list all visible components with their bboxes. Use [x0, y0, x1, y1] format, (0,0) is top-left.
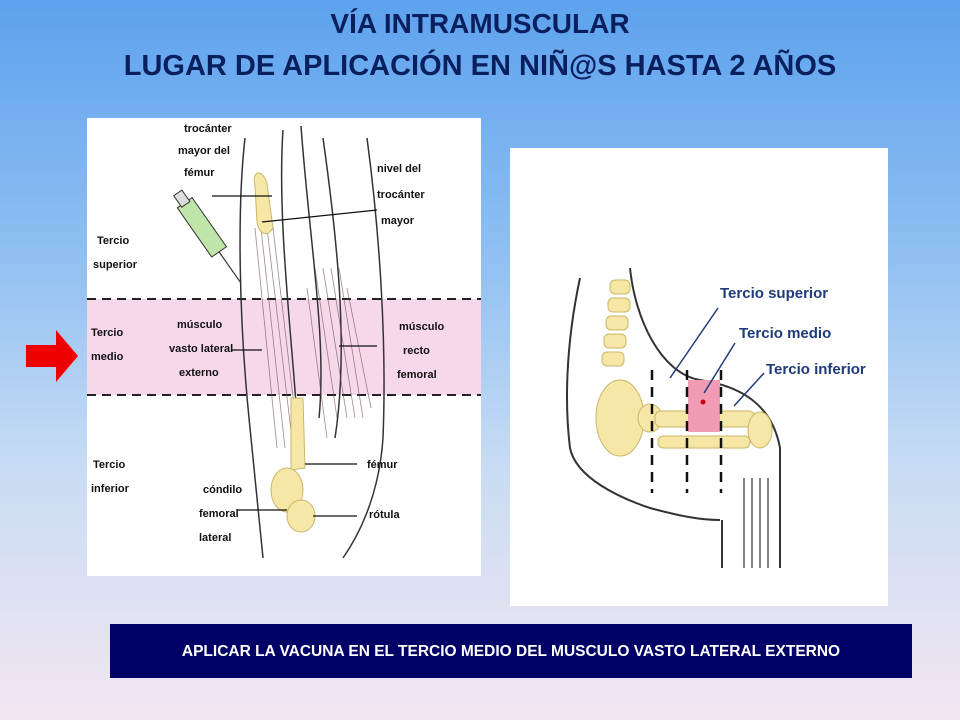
label-tercio-superior-right: Tercio superior	[720, 285, 828, 302]
injection-point	[700, 399, 706, 405]
pointer-lines	[212, 195, 378, 517]
svg-text:femoral: femoral	[397, 369, 437, 381]
label-rotula: rótula	[369, 509, 400, 521]
instruction-text: APLICAR LA VACUNA EN EL TERCIO MEDIO DEL…	[181, 642, 841, 660]
svg-text:medio: medio	[91, 351, 124, 363]
label-tercio-inferior-right: Tercio inferior	[766, 361, 866, 378]
label-trocanter-mayor: trocánter	[184, 123, 232, 135]
svg-text:mayor del: mayor del	[178, 145, 230, 157]
label-femur: fémur	[367, 459, 398, 471]
svg-text:mayor: mayor	[381, 215, 415, 227]
label-condilo: cóndilo	[203, 484, 242, 496]
svg-text:externo: externo	[179, 367, 219, 379]
red-arrow-icon	[26, 330, 78, 382]
label-tercio-medio-right: Tercio medio	[739, 325, 831, 342]
label-pointers	[669, 307, 765, 407]
svg-text:vasto lateral: vasto lateral	[169, 343, 233, 355]
label-nivel-trocanter: nivel del	[377, 163, 421, 175]
page-subtitle: LUGAR DE APLICACIÓN EN NIÑ@S HASTA 2 AÑO…	[123, 50, 837, 82]
thigh-anatomy-figure: trocánter mayor del fémur nivel del troc…	[87, 118, 481, 576]
svg-text:inferior: inferior	[91, 483, 130, 495]
syringe-icon	[173, 189, 241, 283]
svg-text:femoral: femoral	[199, 508, 239, 520]
page-title: VÍA INTRAMUSCULAR	[330, 8, 630, 39]
svg-text:trocánter: trocánter	[377, 189, 425, 201]
foot-lines	[743, 478, 769, 568]
middle-third-band	[87, 299, 481, 395]
body-outline	[566, 277, 721, 521]
infant-leg-figure: Tercio superior Tercio medio Tercio infe…	[510, 148, 888, 606]
thirds-dashed-lines	[650, 370, 723, 493]
spine	[601, 279, 631, 367]
femur-bone	[253, 172, 316, 533]
svg-text:fémur: fémur	[184, 167, 215, 179]
label-tercio-inferior: Tercio	[93, 459, 125, 471]
thigh-outline	[239, 125, 385, 559]
label-recto-femoral: músculo	[399, 321, 445, 333]
svg-text:recto: recto	[403, 345, 430, 357]
pelvis-femur	[595, 379, 773, 457]
label-vasto-lateral: músculo	[177, 319, 223, 331]
muscle-fibers	[254, 227, 372, 449]
label-tercio-superior: Tercio	[97, 235, 129, 247]
instruction-banner: APLICAR LA VACUNA EN EL TERCIO MEDIO DEL…	[110, 624, 912, 678]
svg-text:superior: superior	[93, 259, 138, 271]
injection-zone	[688, 380, 720, 432]
svg-text:lateral: lateral	[199, 532, 231, 544]
label-tercio-medio: Tercio	[91, 327, 123, 339]
